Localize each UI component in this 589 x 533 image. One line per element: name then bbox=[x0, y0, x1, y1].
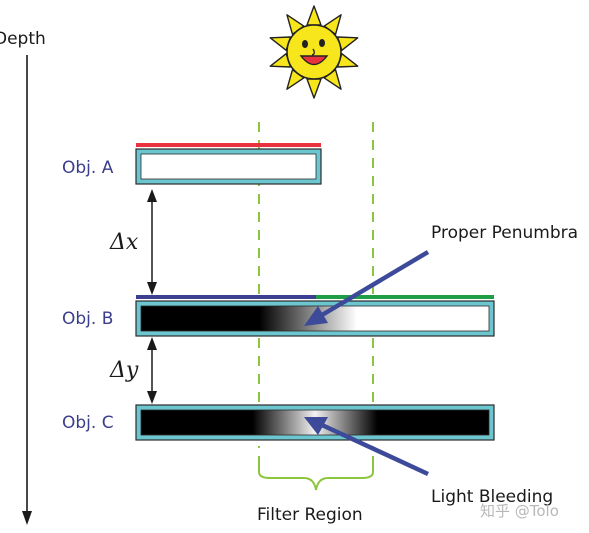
smiling-sun-icon bbox=[269, 5, 359, 99]
proper-penumbra-label: Proper Penumbra bbox=[431, 223, 578, 243]
proper-penumbra-arrow bbox=[304, 250, 430, 326]
watermark: 知乎 @Tolo bbox=[480, 502, 559, 520]
depth-arrow bbox=[22, 55, 32, 525]
delta-y-label: Δy bbox=[109, 358, 139, 383]
light-bleeding-label: Light Bleeding bbox=[431, 487, 553, 507]
filter-region-brace bbox=[258, 456, 374, 491]
delta-y-arrow bbox=[147, 337, 157, 404]
delta-x-label: Δx bbox=[109, 230, 139, 255]
filter-region-label: Filter Region bbox=[257, 505, 363, 525]
light-bleeding-arrow bbox=[304, 417, 429, 477]
object-a-label: Obj. A bbox=[62, 158, 114, 178]
object-b-label: Obj. B bbox=[62, 309, 113, 329]
delta-x-arrow bbox=[147, 189, 157, 295]
depth-label: Depth bbox=[0, 29, 46, 49]
object-c-label: Obj. C bbox=[62, 413, 114, 433]
object-a bbox=[135, 143, 322, 185]
